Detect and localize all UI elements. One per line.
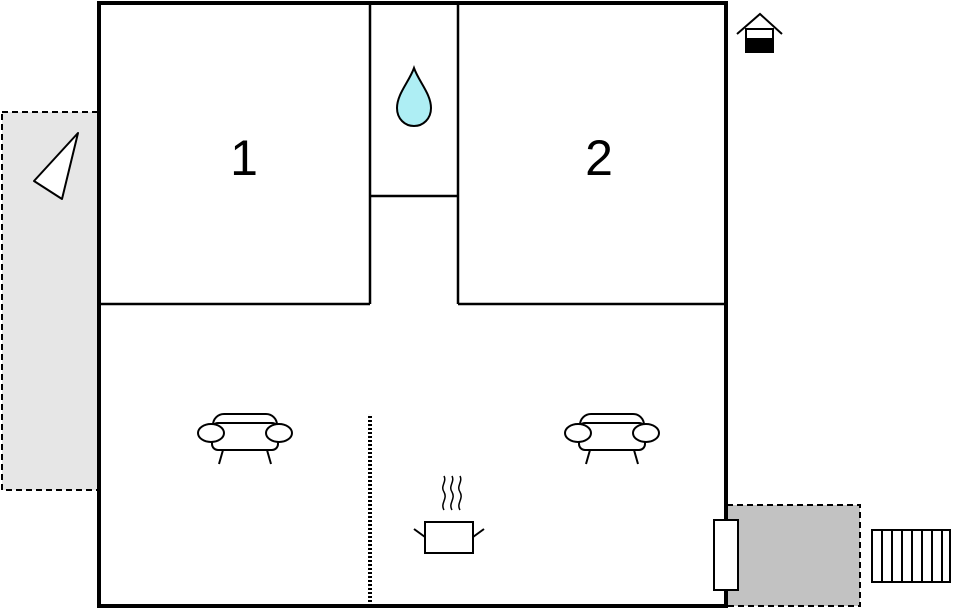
interior-walls [99, 3, 726, 306]
cooking-pot-icon [413, 475, 485, 554]
room-label-2: 2 [585, 130, 613, 186]
triangle-terrace-icon [33, 132, 79, 200]
room-label-1: 1 [230, 130, 258, 186]
door-icon [713, 519, 739, 591]
water-drop-icon [395, 65, 433, 128]
entrance-area [726, 504, 861, 607]
sofa-icon [564, 413, 660, 465]
sofa-icon [197, 413, 293, 465]
house-icon [736, 12, 783, 53]
stairs-icon [871, 529, 951, 583]
